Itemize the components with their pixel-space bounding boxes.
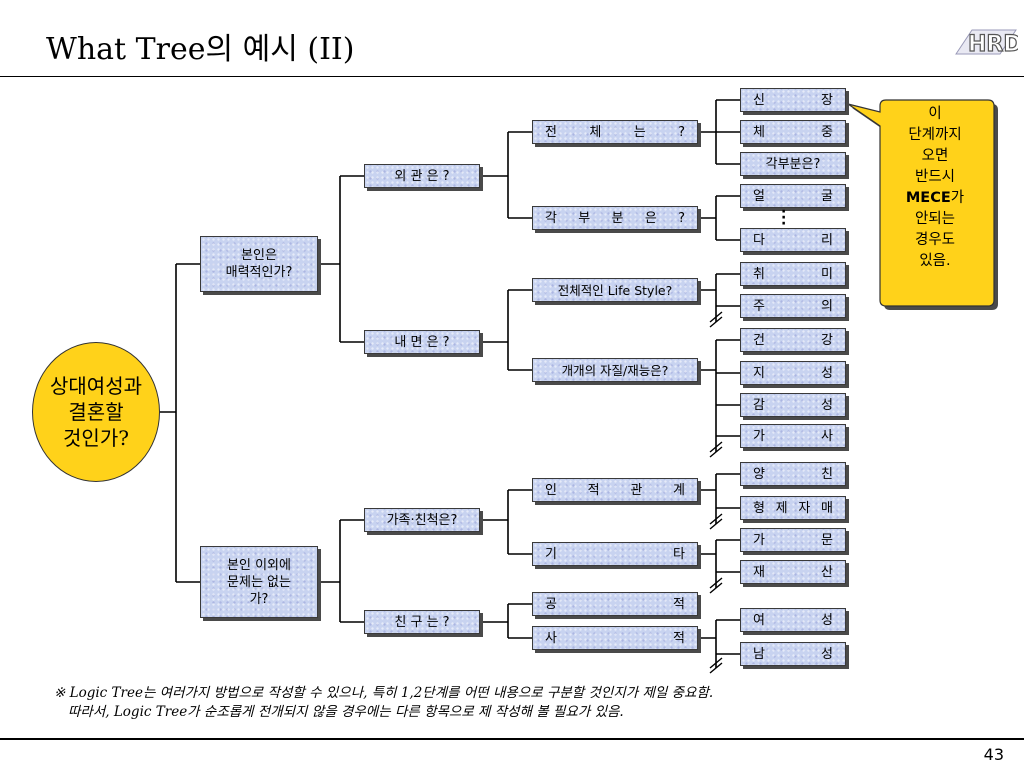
page-number: 43 xyxy=(983,745,1004,764)
level4-node: 가 문 xyxy=(740,528,846,552)
level4-label: 가 사 xyxy=(753,428,833,444)
level3-label: 개개의 자질/재능은? xyxy=(561,362,669,378)
level3-label: 기 타 xyxy=(545,546,685,562)
footnote: ※ Logic Tree는 여러가지 방법으로 작성할 수 있으나, 특히 1,… xyxy=(54,684,713,722)
level4-label: 형 제 자 매 xyxy=(753,500,833,516)
level4-node: 주 의 xyxy=(740,294,846,318)
level2-node: 친 구 는 ? xyxy=(364,610,480,634)
level4-label: 가 문 xyxy=(753,532,833,548)
level3-label: 전 체 는 ? xyxy=(545,124,685,140)
level1-label: 본인 이외에 문제는 없는 가? xyxy=(227,557,291,607)
level3-node: 개개의 자질/재능은? xyxy=(532,358,698,382)
level3-label: 사 적 xyxy=(545,630,685,646)
level4-label: 여 성 xyxy=(753,612,833,628)
level3-node: 사 적 xyxy=(532,626,698,650)
level2-label: 외 관 은 ? xyxy=(394,168,450,184)
level4-label: 감 성 xyxy=(753,397,833,413)
level4-node: 재 산 xyxy=(740,560,846,584)
level2-node: 외 관 은 ? xyxy=(364,164,480,188)
level4-label: 주 의 xyxy=(753,298,833,314)
level3-node: 각 부 분 은 ? xyxy=(532,206,698,230)
level4-label: 취 미 xyxy=(753,266,833,282)
level3-label: 각 부 분 은 ? xyxy=(545,210,685,226)
level3-label: 전체적인 Life Style? xyxy=(557,282,673,298)
level4-node: 건 강 xyxy=(740,328,846,352)
root-label: 상대여성과 결혼할 것인가? xyxy=(50,374,142,450)
footer-rule xyxy=(0,738,1024,740)
level2-label: 친 구 는 ? xyxy=(394,614,450,630)
level3-node: 전체적인 Life Style? xyxy=(532,278,698,302)
level2-label: 내 면 은 ? xyxy=(394,334,450,350)
footnote-line: 따라서, Logic Tree가 순조롭게 전개되지 않을 경우에는 다른 항목… xyxy=(68,704,624,720)
level4-node: 형 제 자 매 xyxy=(740,496,846,520)
level3-node: 전 체 는 ? xyxy=(532,120,698,144)
level3-node: 공 적 xyxy=(532,592,698,616)
level4-label: 다 리 xyxy=(753,232,833,248)
level4-node: 체 중 xyxy=(740,120,846,144)
mece-keyword: MECE xyxy=(905,190,951,206)
level3-node: 기 타 xyxy=(532,542,698,566)
root-node: 상대여성과 결혼할 것인가? xyxy=(32,342,160,482)
level4-label: 재 산 xyxy=(753,564,833,580)
level3-node: 인 적 관 계 xyxy=(532,478,698,502)
header-rule xyxy=(0,76,1024,77)
level4-label: 얼 굴 xyxy=(753,188,833,204)
level4-label: 남 성 xyxy=(753,646,833,662)
level4-label: 체 중 xyxy=(753,124,833,140)
level4-node: 가 사 xyxy=(740,424,846,448)
level4-node: 얼 굴 xyxy=(740,184,846,208)
level4-label: 양 친 xyxy=(753,466,833,482)
level4-label: 건 강 xyxy=(753,332,833,348)
logo-text: HRD xyxy=(968,32,1018,57)
level4-label: 지 성 xyxy=(753,365,833,381)
ellipsis-mark: ··· xyxy=(781,204,787,232)
level4-node: 감 성 xyxy=(740,393,846,417)
level1-node: 본인은 매력적인가? xyxy=(200,236,318,292)
level4-node: 다 리 xyxy=(740,228,846,252)
hrd-logo: HRD xyxy=(955,29,1018,58)
level4-node: 여 성 xyxy=(740,608,846,632)
level3-label: 공 적 xyxy=(545,596,685,612)
level4-node: 지 성 xyxy=(740,361,846,385)
level4-label: 각부분은? xyxy=(765,156,821,172)
level4-node: 각부분은? xyxy=(740,152,846,176)
level1-node: 본인 이외에 문제는 없는 가? xyxy=(200,546,318,618)
tree-connectors xyxy=(160,99,998,674)
level2-label: 가족·친척은? xyxy=(386,512,458,528)
level3-label: 인 적 관 계 xyxy=(545,482,685,498)
level4-node: 양 친 xyxy=(740,462,846,486)
level1-label: 본인은 매력적인가? xyxy=(225,248,293,280)
callout-balloon xyxy=(847,99,995,307)
level4-node: 남 성 xyxy=(740,642,846,666)
level4-node: 취 미 xyxy=(740,262,846,286)
level4-node: 신 장 xyxy=(740,88,846,112)
footnote-line: ※ Logic Tree는 여러가지 방법으로 작성할 수 있으나, 특히 1,… xyxy=(54,685,714,701)
level2-node: 가족·친척은? xyxy=(364,508,480,532)
level2-node: 내 면 은 ? xyxy=(364,330,480,354)
level4-label: 신 장 xyxy=(753,92,833,108)
page-title: What Tree의 예시 (II) xyxy=(46,32,355,67)
